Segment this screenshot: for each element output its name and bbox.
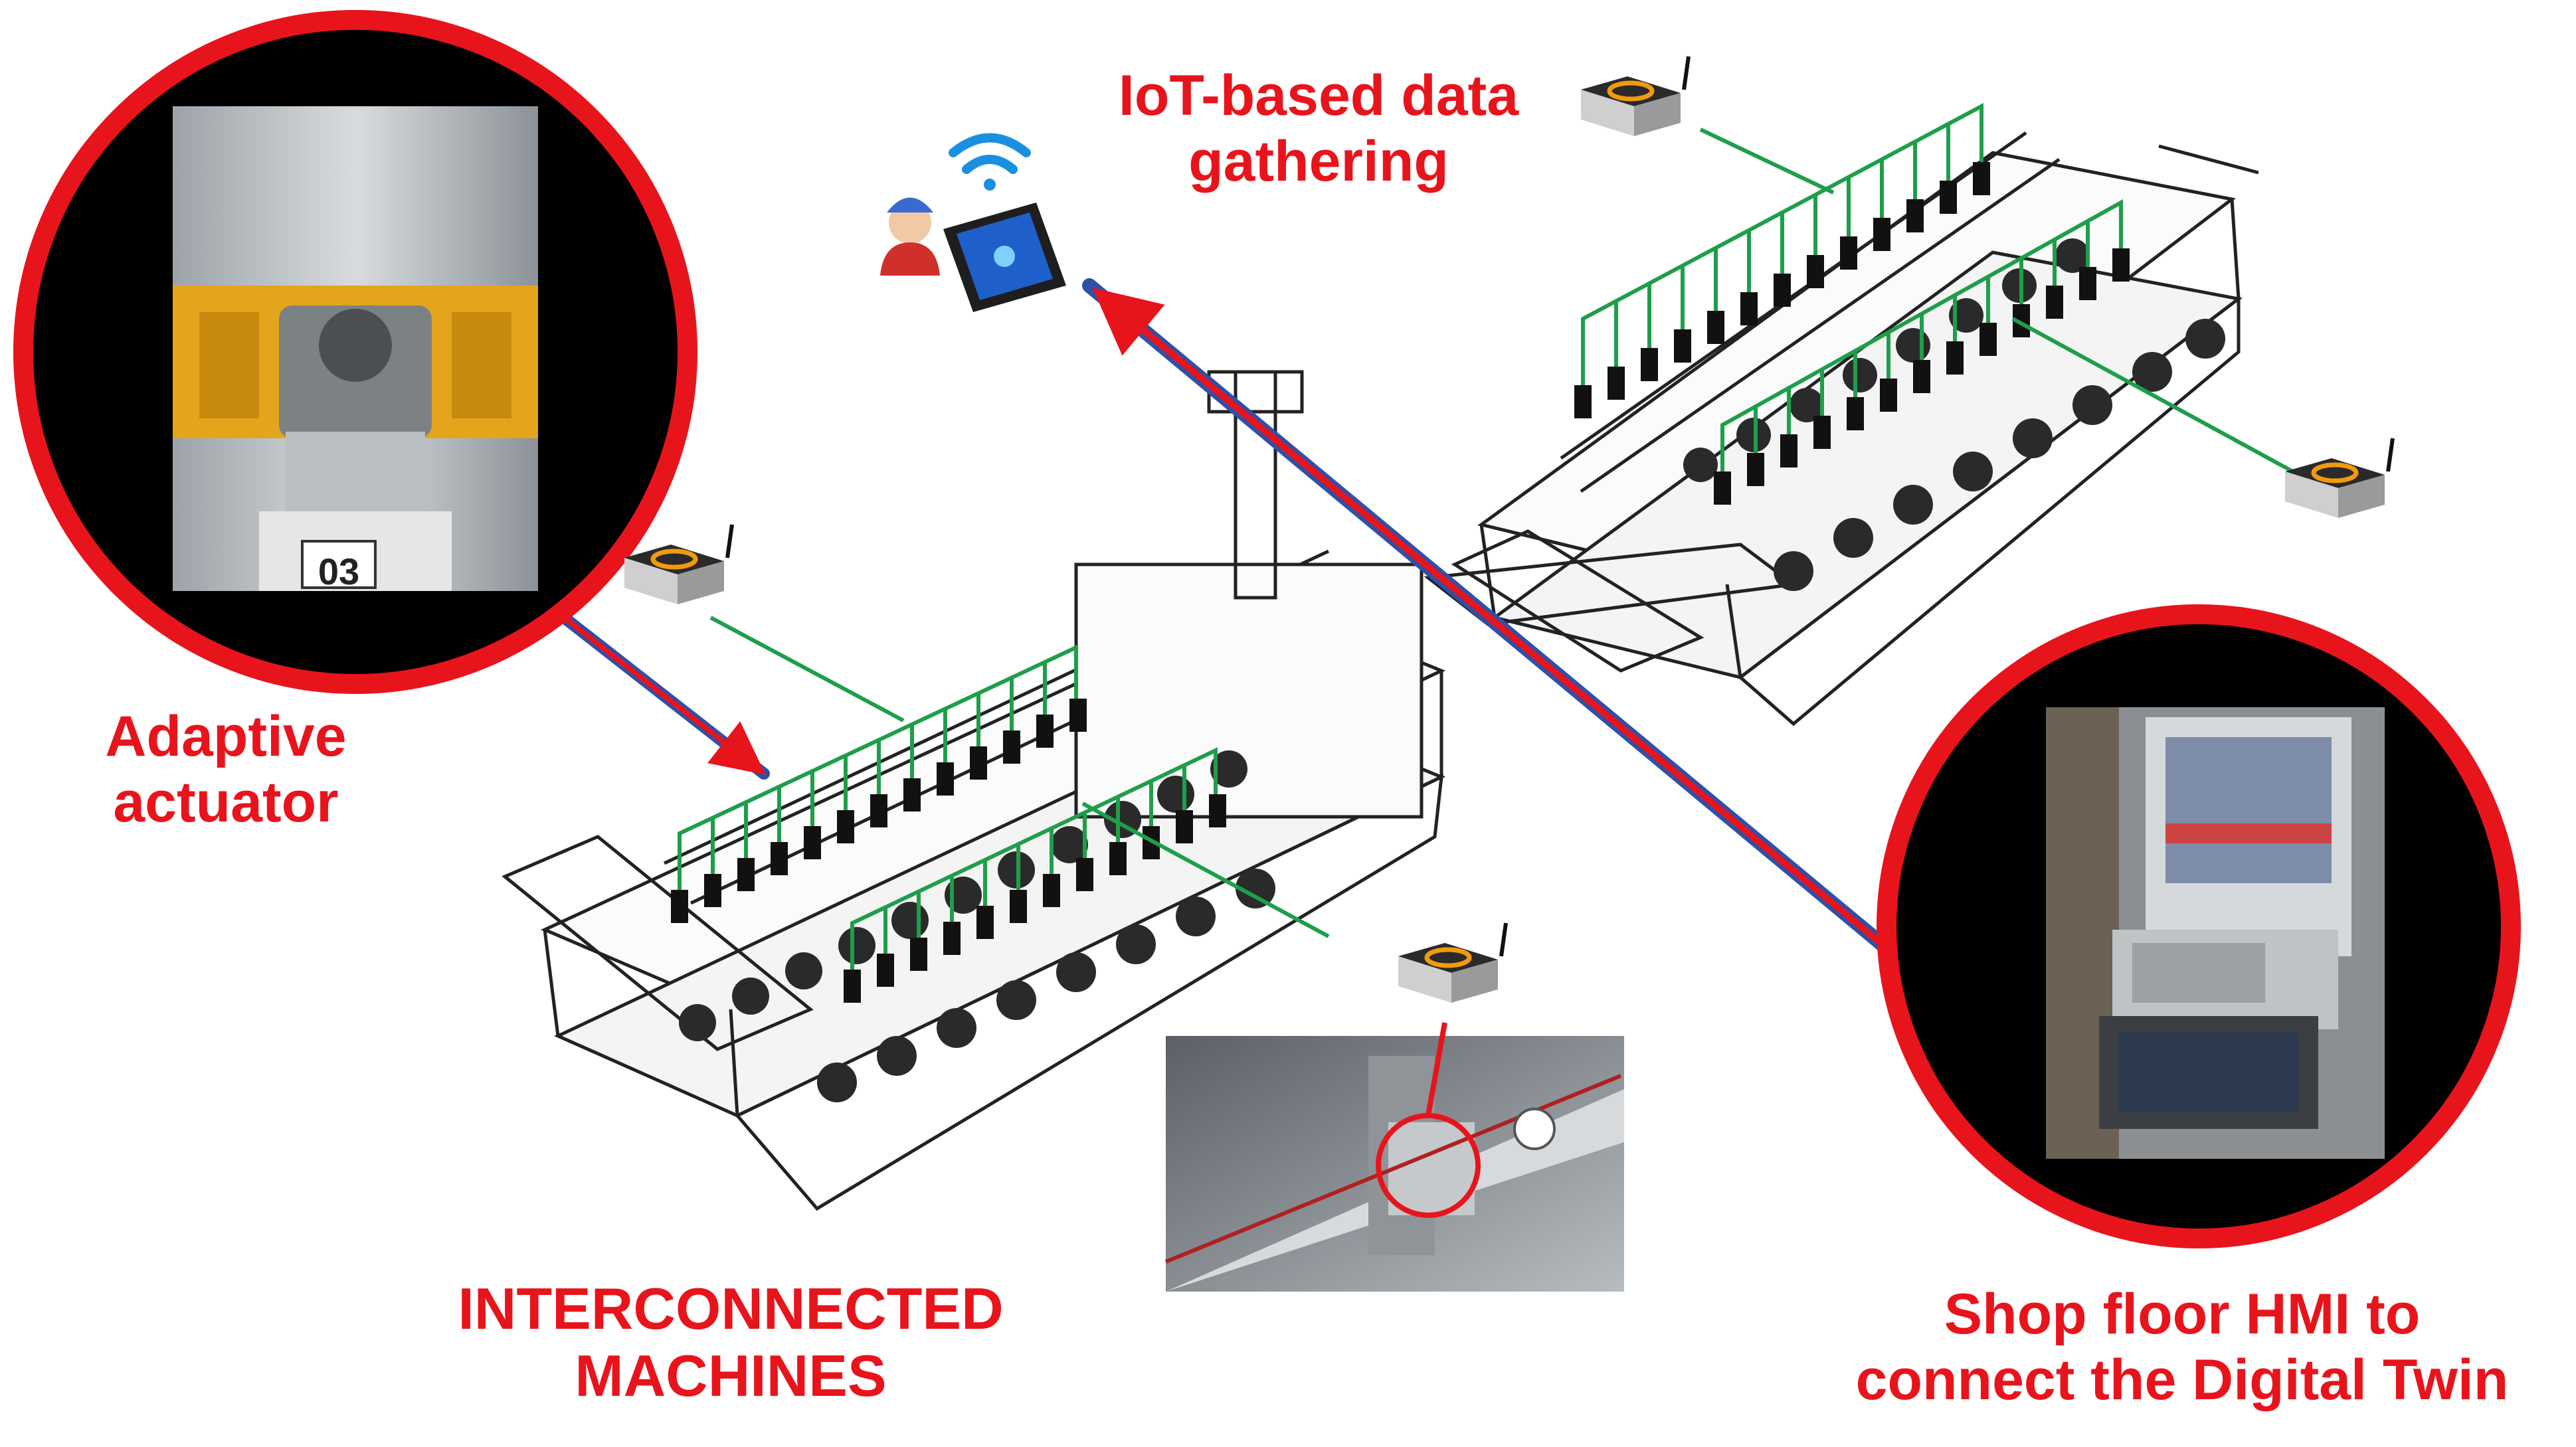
actuator-label-line-2: actuator: [113, 770, 339, 834]
shop-floor-hmi-label: Shop floor HMI to connect the Digital Tw…: [1794, 1282, 2571, 1413]
actuator-label-line-1: Adaptive: [105, 705, 347, 768]
sensor-module-inset: [1164, 1022, 1624, 1292]
hmi-label-line-2: connect the Digital Twin: [1855, 1347, 2509, 1412]
actuator-to-machine-arrow: [545, 602, 770, 780]
left-machine-wiring: [678, 616, 1330, 970]
right-machine-wiring: [1581, 103, 2306, 480]
iot-gateway-icon: [1398, 922, 1508, 1003]
iot-gateway-icon: [1581, 56, 1691, 136]
adaptive-actuator-label: Adaptive actuator: [27, 704, 425, 835]
actuator-photo-circle: 03: [13, 10, 697, 694]
hmi-to-tablet-arrow: [1082, 278, 1904, 964]
wifi-icon: [949, 133, 1031, 191]
machines-label-line-1: INTERCONNECTED: [458, 1276, 1004, 1341]
right-machine-sensors: [1574, 162, 2130, 505]
iot-label-line-1: IoT-based data: [1118, 64, 1519, 128]
iot-gateway-icon: [2285, 438, 2395, 518]
operator-icon: [880, 197, 940, 276]
left-machine-rollers: [679, 750, 1275, 1102]
iot-data-gathering-label: IoT-based data gathering: [1036, 63, 1601, 195]
machines-label-line-2: MACHINES: [575, 1343, 887, 1409]
hmi-photo-circle: [1877, 604, 2521, 1248]
interconnected-machines-label: INTERCONNECTED MACHINES: [372, 1275, 1089, 1409]
iot-gateway-icon: [624, 524, 734, 604]
right-machine-rollers: [1683, 238, 2225, 591]
hmi-label-line-1: Shop floor HMI to: [1944, 1282, 2421, 1346]
actuator-plate-number: 03: [318, 551, 359, 592]
iot-label-line-2: gathering: [1188, 129, 1449, 193]
rugged-tablet-icon: [943, 203, 1066, 312]
